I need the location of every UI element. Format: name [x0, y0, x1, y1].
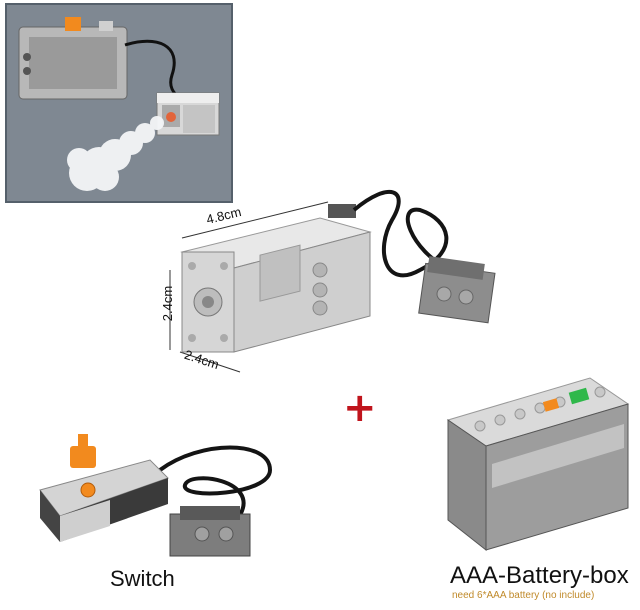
- cable-plug: [418, 256, 496, 324]
- smoke-generator-module: [160, 180, 500, 380]
- smoke-cloud: [67, 116, 164, 191]
- switch-component: [30, 430, 300, 560]
- smoke-demo-illustration: [7, 5, 231, 201]
- battery-note: need 6*AAA battery (no include): [452, 590, 595, 601]
- battery-box-component: [440, 360, 630, 560]
- battery-box-label: AAA-Battery-box: [450, 562, 629, 589]
- plus-sign: +: [343, 385, 377, 431]
- smoke-module-thumbnail: [156, 92, 220, 136]
- battery-brick-thumbnail: [18, 17, 128, 100]
- switch-label: Switch: [110, 566, 175, 591]
- switch-cable-plug: [169, 506, 251, 557]
- smoke-demo-photo: [5, 3, 233, 203]
- height-dimension-label: 2.4cm: [160, 285, 176, 322]
